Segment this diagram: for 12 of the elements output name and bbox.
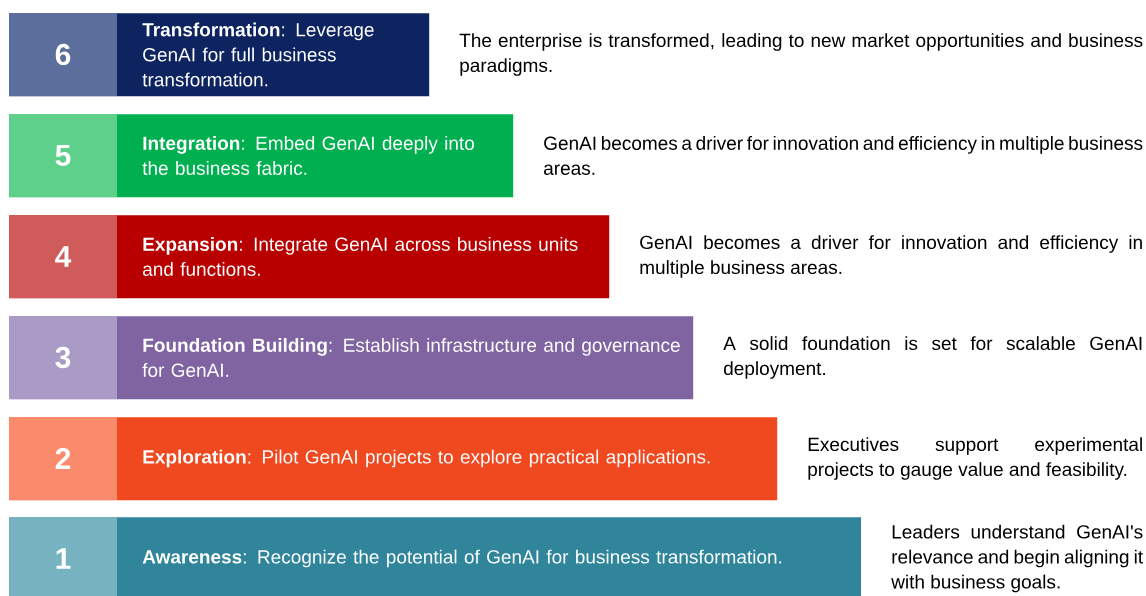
step-band: 1 Awareness: Recognize the potential of GenAI for business transformation.	[9, 517, 862, 596]
step-band: 2 Exploration: Pilot GenAI projects to explore practical applications.	[9, 417, 778, 501]
description-text: The enterprise is transformed, leading to new market opportunities and business paradigms.	[459, 33, 1143, 76]
step-band: 3 Foundation Building: Establish infrastructure and governance for GenAI.	[9, 316, 694, 400]
step-band: 4 Expansion: Integrate GenAI across business units and functions.	[9, 215, 610, 299]
description-text: GenAI becomes a driver for innovation and efficiency in multiple business areas.	[640, 235, 1142, 278]
description-text: GenAI becomes a driver for innovation and efficiency in multiple business areas.	[544, 136, 1143, 175]
description-text: A solid foundation is set for scalable GenAI deployment.	[723, 336, 1142, 379]
step-band: 6 Transformation: Leverage GenAI for full business transformation.	[9, 13, 430, 97]
step-band: 5 Integration: Embed GenAI deeply into the business fabric.	[9, 114, 514, 198]
description-text: Executives support experimental projects to gauge value and feasibility.	[808, 437, 1142, 480]
description-text: Leaders understand GenAI's relevance and begin aligning it with business goals.	[891, 524, 1143, 593]
